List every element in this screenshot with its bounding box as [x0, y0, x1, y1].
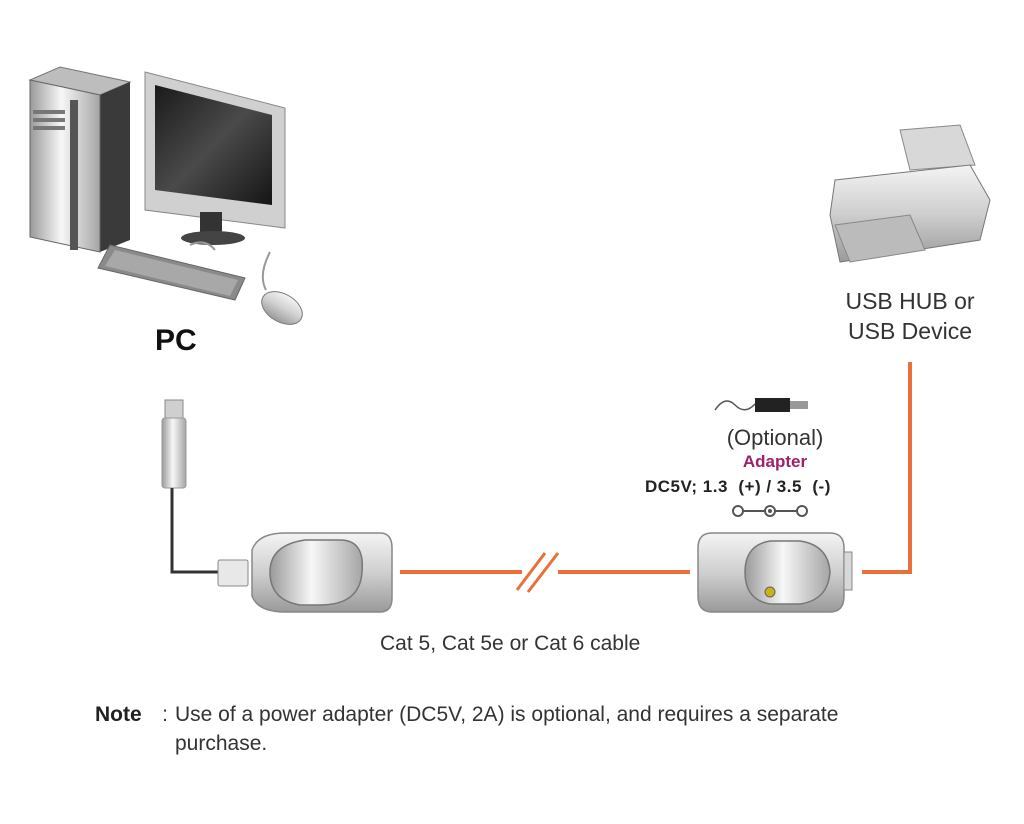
printer-icon — [829, 124, 991, 263]
optional-label: (Optional) — [726, 425, 824, 450]
power-adapter-plug-icon — [714, 398, 808, 412]
usb-plug-icon — [161, 399, 187, 489]
usb-device-label-line1: USB HUB or — [845, 288, 975, 314]
note-separator: : — [162, 703, 168, 726]
note: Note: Use of a power adapter (DC5V, 2A) i… — [95, 700, 955, 758]
device-cable-line — [862, 362, 912, 574]
monitor-icon — [144, 71, 286, 245]
led-indicator-icon — [764, 586, 776, 598]
mouse-icon — [261, 251, 303, 325]
note-text: Use of a power adapter (DC5V, 2A) is opt… — [175, 703, 839, 755]
remote-extender-unit — [697, 532, 853, 613]
usb-device-label-line2: USB Device — [848, 318, 972, 344]
usb-device-label: USB HUB or USB Device — [830, 286, 990, 346]
note-key: Note — [95, 703, 142, 726]
adapter-spec-label: DC5V; 1.3 (+) / 3.5 (-) — [645, 477, 831, 496]
keyboard-icon — [97, 241, 246, 301]
usb-cable-line — [170, 488, 228, 574]
local-extender-unit — [217, 532, 393, 613]
adapter-label: Adapter — [742, 452, 808, 471]
pc-label: PC — [155, 324, 197, 357]
cat-cable — [400, 552, 690, 593]
cable-label: Cat 5, Cat 5e or Cat 6 cable — [380, 632, 641, 655]
polarity-symbol-icon — [732, 505, 808, 517]
pc-tower-icon — [28, 66, 132, 253]
